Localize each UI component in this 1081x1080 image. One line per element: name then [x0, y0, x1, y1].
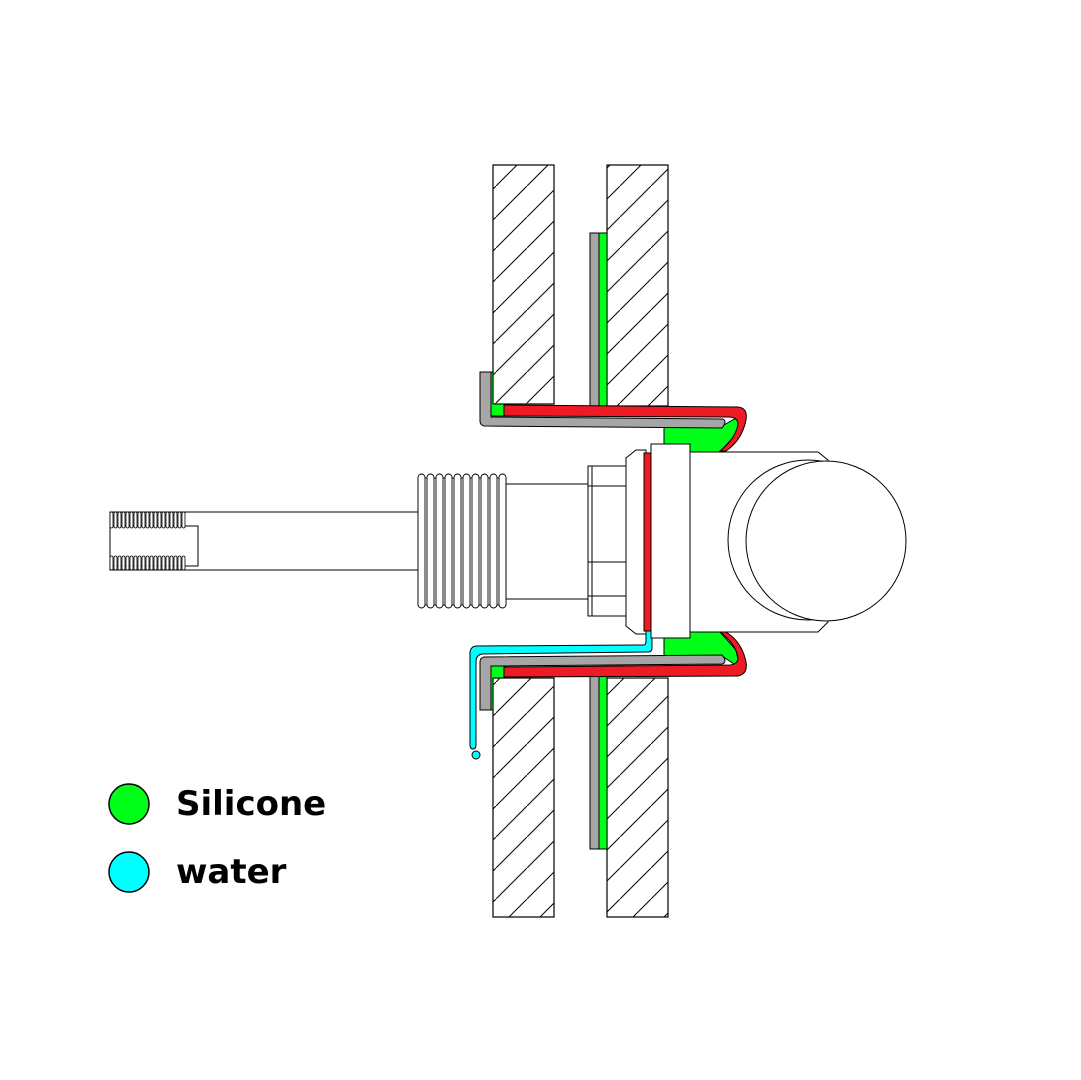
- fine-thread-tooth: [181, 555, 186, 571]
- silicone-swatch: [108, 783, 150, 825]
- gasket-washer: [643, 452, 652, 632]
- coarse-thread-tooth: [417, 473, 426, 609]
- coarse-thread-tooth: [489, 473, 498, 609]
- fine-thread-tooth: [145, 511, 150, 529]
- lower-flange-assembly: [479, 631, 747, 711]
- round-handle: [745, 460, 907, 622]
- legend-item-silicone: Silicone: [108, 783, 326, 825]
- coarse-thread-tooth: [471, 473, 480, 609]
- fine-thread-tooth: [133, 511, 138, 529]
- fine-thread-tooth: [153, 511, 158, 529]
- legend: Silicone water: [108, 783, 326, 893]
- fine-thread-tooth: [177, 555, 182, 571]
- fine-thread-tooth: [157, 511, 162, 529]
- fine-thread-tooth: [137, 511, 142, 529]
- handle-assembly: [650, 443, 907, 639]
- water-channel: [469, 629, 653, 750]
- fine-thread-tooth: [121, 511, 126, 529]
- coarse-thread-tooth: [480, 473, 489, 609]
- silicone-vertical-top: [598, 232, 608, 407]
- wall-panels: [492, 164, 669, 918]
- valve-body: [505, 483, 593, 600]
- legend-item-water: water: [108, 851, 287, 893]
- silicone-vertical-bottom: [598, 675, 608, 850]
- coarse-thread-tooth: [426, 473, 435, 609]
- hex-nut-body: [587, 465, 629, 617]
- fine-thread-tooth: [133, 555, 138, 571]
- fine-thread-tooth: [165, 555, 170, 571]
- coarse-thread-tooth: [453, 473, 462, 609]
- fine-thread-tooth: [145, 555, 150, 571]
- coarse-thread-tooth: [435, 473, 444, 609]
- flange-vertical-top: [589, 232, 600, 407]
- upper-flange-assembly: [479, 371, 747, 453]
- fine-thread-tooth: [113, 555, 118, 571]
- fine-thread-tooth: [173, 511, 178, 529]
- fine-thread-tooth: [161, 511, 166, 529]
- wall-panel-left-top: [492, 164, 555, 405]
- fine-thread-tooth: [141, 555, 146, 571]
- coarse-thread-tooth: [462, 473, 471, 609]
- fine-thread-tooth: [125, 511, 130, 529]
- fine-thread-tooth: [161, 555, 166, 571]
- fine-thread-tooth: [157, 555, 162, 571]
- water-drop: [471, 750, 481, 760]
- fine-thread-tooth: [149, 555, 154, 571]
- fine-thread-tooth: [129, 555, 134, 571]
- fine-thread-tooth: [165, 511, 170, 529]
- coarse-thread-tooth: [498, 473, 507, 609]
- legend-label-silicone: Silicone: [176, 784, 326, 824]
- fine-thread-tooth: [173, 555, 178, 571]
- flange-vertical-bottom: [589, 675, 600, 850]
- fine-thread-tooth: [137, 555, 142, 571]
- fine-thread-tooth: [109, 511, 114, 529]
- coarse-thread-tooth: [444, 473, 453, 609]
- threaded-shaft: [109, 473, 593, 609]
- fine-thread-tooth: [117, 511, 122, 529]
- fine-thread-tooth: [113, 511, 118, 529]
- fine-thread-teeth: [109, 511, 186, 571]
- legend-label-water: water: [176, 852, 287, 892]
- wall-panel-left-bottom: [492, 677, 555, 918]
- fine-thread-tooth: [169, 555, 174, 571]
- water-path: [469, 629, 653, 760]
- fine-thread-tooth: [149, 511, 154, 529]
- gasket-upper: [503, 404, 747, 452]
- water-swatch: [108, 851, 150, 893]
- wall-panel-right-bottom: [606, 677, 669, 918]
- hex-nut: [587, 449, 647, 635]
- fine-thread-tooth: [181, 511, 186, 529]
- fine-thread-tooth: [153, 555, 158, 571]
- fine-thread-tooth: [117, 555, 122, 571]
- fine-thread-tooth: [129, 511, 134, 529]
- washer: [625, 449, 647, 635]
- flange-lower: [479, 654, 726, 711]
- fine-thread-tooth: [125, 555, 130, 571]
- fine-thread-tooth: [121, 555, 126, 571]
- flange-upper: [479, 371, 726, 429]
- fine-thread-tooth: [109, 555, 114, 571]
- fine-thread-tooth: [169, 511, 174, 529]
- wall-panel-right-top: [606, 164, 669, 407]
- fine-thread-tooth: [177, 511, 182, 529]
- handle-plate: [650, 443, 691, 639]
- fine-thread-tooth: [141, 511, 146, 529]
